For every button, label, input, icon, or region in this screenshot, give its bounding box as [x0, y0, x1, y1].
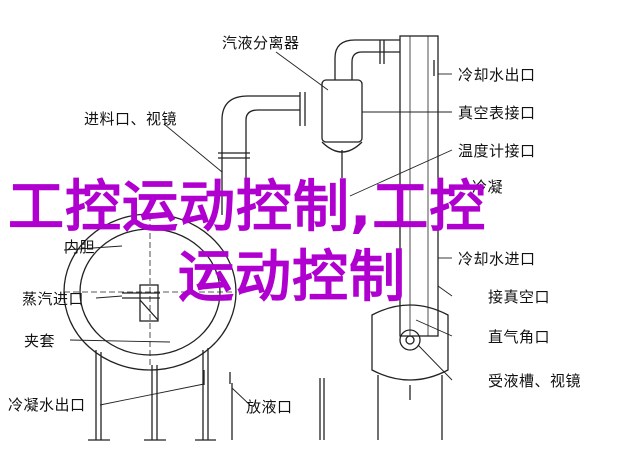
vessel-legs	[88, 348, 325, 441]
label-vacuum-port: 接真空口	[488, 288, 551, 306]
watermark-line-2: 运动控制	[178, 245, 406, 310]
label-condensate-outlet: 冷凝水出口	[8, 396, 86, 414]
separator-vessel	[321, 39, 400, 178]
riser-pipe	[218, 92, 306, 215]
label-discharge-port: 放液口	[246, 398, 293, 416]
main-vessel	[63, 213, 237, 371]
label-condenser-partial: 冷凝	[472, 178, 504, 196]
label-receiver-sightglass: 受液槽、视镜	[488, 372, 582, 390]
label-feed-port-sightglass: 进料口、视镜	[84, 110, 178, 128]
label-inner-tank: 内胆	[64, 238, 96, 256]
label-thermometer-port: 温度计接口	[458, 142, 536, 160]
label-air-direct-port: 直气角口	[488, 328, 551, 346]
label-cooling-water-outlet: 冷却水出口	[458, 66, 536, 84]
bottom-pipes	[203, 370, 231, 385]
label-jacket: 夹套	[24, 332, 56, 350]
label-separator: 汽液分离器	[222, 34, 300, 52]
label-vacuum-gauge-port: 真空表接口	[458, 104, 536, 122]
label-cooling-water-inlet: 冷却水进口	[458, 250, 536, 268]
receiver-tank	[371, 304, 449, 440]
leader-lines	[63, 51, 453, 406]
steam-inlet-pipe	[122, 284, 160, 322]
label-steam-inlet: 蒸汽进口	[22, 290, 85, 308]
watermark-line-1: 工控运动控制,工控	[8, 175, 487, 240]
